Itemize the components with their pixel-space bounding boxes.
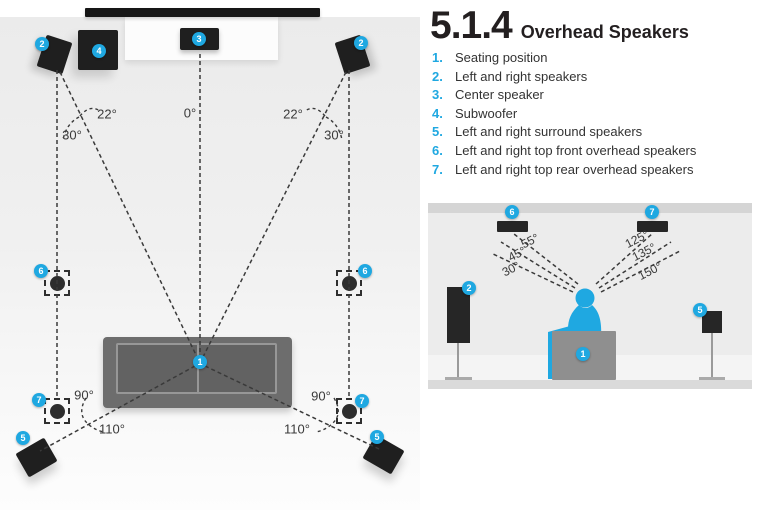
legend-item-number: 2.: [432, 68, 443, 84]
line-135: [598, 241, 672, 289]
line-30: [490, 252, 574, 293]
badge-seating-position: 1: [193, 355, 207, 369]
legend-item-number: 7.: [432, 161, 443, 177]
badge-front-left-speaker: 2: [35, 37, 49, 51]
tv-screen: [85, 8, 320, 17]
legend-item-label: Seating position: [455, 50, 548, 65]
legend-item-label: Subwoofer: [455, 105, 518, 121]
legend-item: 7. Left and right top rear overhead speak…: [432, 163, 752, 176]
overhead-speaker-dot: [341, 403, 357, 419]
surround-speaker-side: [702, 311, 722, 333]
legend-item-number: 3.: [432, 87, 443, 103]
arc-22-right: [304, 107, 326, 117]
angle-label-22-left: 22°: [97, 106, 117, 122]
sofa-cushion-divider: [196, 345, 199, 394]
angle-label-0: 0°: [183, 105, 197, 121]
legend-item-number: 1.: [432, 50, 443, 65]
angle-label-30-right: 30°: [324, 127, 344, 143]
section-number: 5.1.4: [430, 4, 513, 47]
front-speaker-stand: [457, 343, 459, 378]
legend-item-label: Left and right top front overhead speake…: [455, 142, 697, 158]
top-rear-left-overhead-marker: [44, 398, 70, 424]
badge-subwoofer: 4: [92, 44, 106, 58]
front-speaker-base: [445, 377, 472, 380]
badge-top-rear-left: 7: [32, 393, 46, 407]
badge-side-seating: 1: [576, 347, 590, 361]
floor-edge: [428, 380, 752, 389]
legend-item-number: 4.: [432, 105, 443, 121]
badge-surround-left: 5: [16, 431, 30, 445]
line-125: [595, 232, 654, 285]
angle-lines-overlay: [39, 54, 380, 452]
line-45: [500, 241, 576, 289]
legend-item-label: Left and right surround speakers: [455, 124, 643, 140]
legend-item-label: Center speaker: [455, 87, 544, 103]
surround-speaker-stand: [711, 333, 713, 378]
legend-list: 1. Seating position 2. Left and right spea…: [432, 51, 752, 181]
legend-item-label: Left and right speakers: [455, 68, 588, 84]
badge-top-front-left: 6: [34, 264, 48, 278]
person-torso: [568, 305, 602, 339]
person-head: [575, 288, 595, 308]
angle-label-110-right: 110°: [284, 421, 310, 437]
legend-item: 6. Left and right top front overhead spea…: [432, 144, 752, 157]
arc-30-left: [62, 116, 80, 141]
elevation-lines: [490, 232, 681, 293]
section-heading: Overhead Speakers: [520, 22, 689, 42]
surround-speaker-base: [699, 377, 725, 380]
sideview-diagram: 55° 45° 30° 125° 135° 150° 6 7 2 5 1: [428, 203, 752, 389]
angle-label-30-left: 30°: [62, 127, 82, 143]
badge-top-rear-right: 7: [355, 394, 369, 408]
angle-label-90-left: 90°: [74, 387, 94, 403]
legend-item-number: 5.: [432, 124, 443, 140]
legend-item: 2. Left and right speakers: [432, 70, 752, 83]
arc-90-110-left: [81, 397, 105, 433]
angle-label-90-right: 90°: [311, 388, 331, 404]
section-title: 5.1.4 Overhead Speakers: [430, 6, 689, 45]
legend-item: 4. Subwoofer: [432, 107, 752, 120]
legend-item-label: Left and right top rear overhead speaker…: [455, 161, 694, 177]
arc-30-right: [325, 116, 343, 141]
legend-item: 1. Seating position: [432, 51, 752, 64]
front-speaker-side: [447, 287, 470, 343]
top-rear-overhead-speaker-side: [637, 221, 668, 232]
sofa-top-view: [103, 337, 292, 408]
badge-side-front-speaker: 2: [462, 281, 476, 295]
legend-item: 3. Center speaker: [432, 88, 752, 101]
arc-90-110-right: [315, 397, 339, 433]
badge-top-front-right: 6: [358, 264, 372, 278]
room-background: [0, 17, 420, 510]
angle-label-110-left: 110°: [99, 421, 125, 437]
line-150: [600, 250, 681, 293]
front-left-to-listener-line: [59, 71, 198, 358]
arc-22-left: [79, 107, 101, 117]
overhead-speaker-dot: [49, 403, 65, 419]
legend-item-number: 6.: [432, 142, 443, 158]
listener-to-surround-right-line: [204, 365, 380, 450]
sideview-scene: [428, 203, 752, 389]
ceiling: [428, 203, 752, 213]
badge-side-surround: 5: [693, 303, 707, 317]
badge-front-right-speaker: 2: [354, 36, 368, 50]
top-front-overhead-speaker-side: [497, 221, 528, 232]
badge-side-top-rear: 7: [645, 205, 659, 219]
angle-label-22-right: 22°: [283, 106, 303, 122]
badge-side-top-front: 6: [505, 205, 519, 219]
badge-center-speaker: 3: [192, 32, 206, 46]
badge-surround-right: 5: [370, 430, 384, 444]
top-rear-right-overhead-marker: [336, 398, 362, 424]
listener-to-surround-left-line: [39, 365, 196, 452]
topdown-diagram: 22° 0° 22° 30° 30° 90° 90° 110° 110° 2 4…: [0, 8, 420, 510]
legend-item: 5. Left and right surround speakers: [432, 125, 752, 138]
